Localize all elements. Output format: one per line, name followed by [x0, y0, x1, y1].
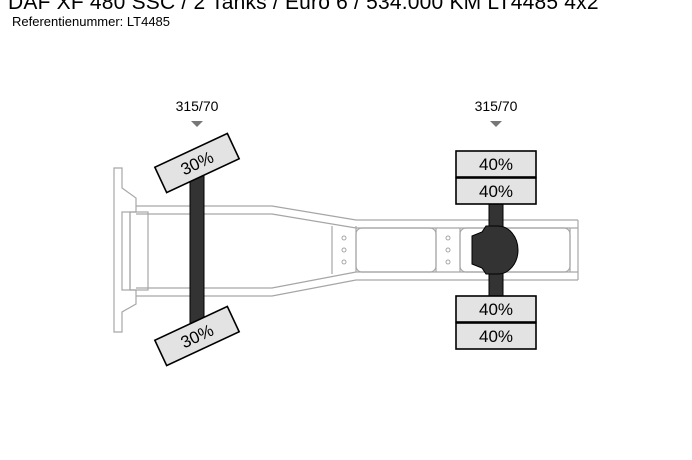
rear-tire-outer-right: 40%: [455, 322, 537, 350]
front-right-tire: 30%: [153, 305, 241, 367]
front-axle: 315/70 30% 30%: [153, 98, 241, 367]
rear-axle-marker: [490, 121, 502, 127]
rear-axle: 315/70 40% 40% 40% 40%: [455, 98, 537, 350]
reference-number: Referentienummer: LT4485: [12, 14, 171, 29]
rear-tire-outer-left-label: 40%: [479, 155, 513, 174]
rear-tire-inner-left-label: 40%: [479, 182, 513, 201]
front-axle-marker: [191, 121, 203, 127]
rear-axle-tire-size: 315/70: [475, 98, 518, 114]
rear-tire-inner-right-label: 40%: [479, 300, 513, 319]
front-axle-beam: [189, 174, 205, 328]
rear-differential: [471, 225, 519, 275]
rear-tire-outer-left: 40%: [455, 150, 537, 178]
frame-bolts: [341, 235, 451, 265]
front-axle-tire-size: 315/70: [176, 98, 219, 114]
rear-tire-inner-right: 40%: [455, 295, 537, 323]
rear-tire-inner-left: 40%: [455, 177, 537, 205]
rear-tire-outer-right-label: 40%: [479, 327, 513, 346]
page-title: DAF XF 480 SSC / 2 Tanks / Euro 6 / 534.…: [8, 0, 599, 14]
